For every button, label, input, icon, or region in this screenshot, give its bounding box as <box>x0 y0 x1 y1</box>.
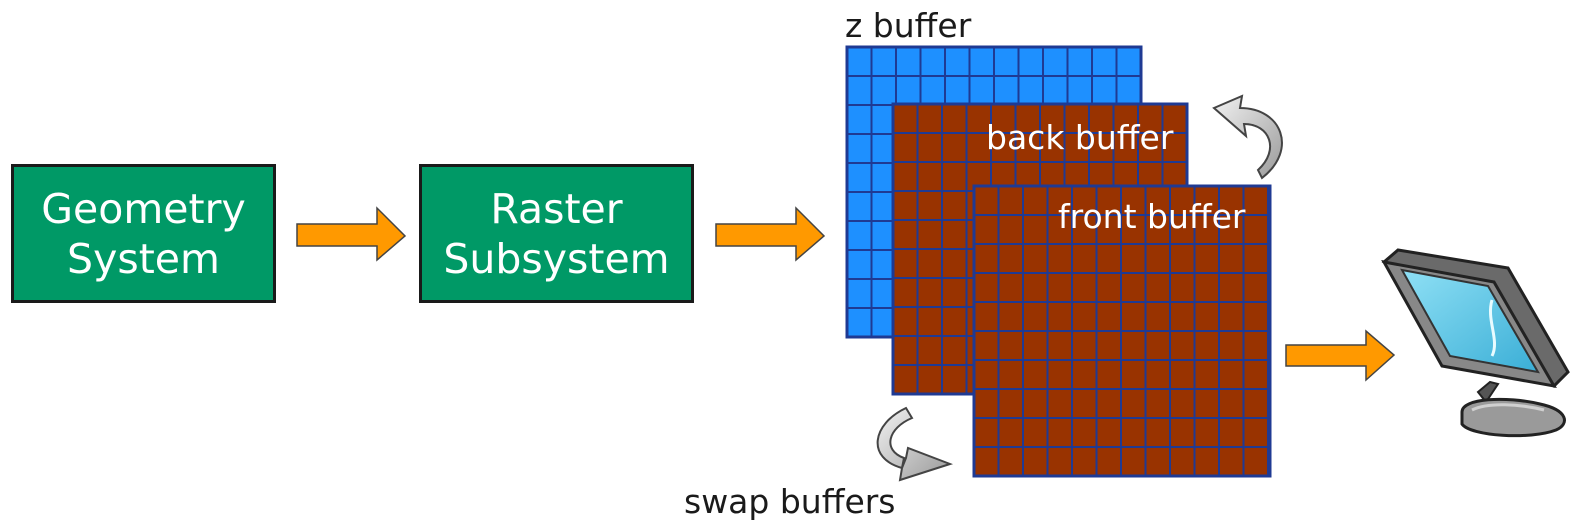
curved-arrow-icon <box>1212 94 1283 180</box>
geometry-system-label-line2: System <box>67 234 220 283</box>
swap-buffers-label: swap buffers <box>684 482 896 521</box>
curved-arrow-icon <box>876 406 954 482</box>
raster-subsystem-label-line1: Raster <box>490 184 623 233</box>
right-arrow-icon <box>715 206 826 262</box>
geometry-system-label-line1: Geometry <box>41 184 246 233</box>
front-buffer-label: front buffer <box>1058 197 1246 236</box>
monitor-icon <box>1381 248 1570 438</box>
right-arrow-icon <box>1285 329 1396 382</box>
right-arrow-icon <box>296 206 407 262</box>
back-buffer-label: back buffer <box>986 118 1174 157</box>
raster-subsystem-box: Raster Subsystem <box>419 164 694 303</box>
z-buffer-label: z buffer <box>845 6 972 45</box>
raster-subsystem-label-line2: Subsystem <box>443 234 670 283</box>
front-buffer-grid <box>972 184 1272 478</box>
geometry-system-box: Geometry System <box>11 164 276 303</box>
